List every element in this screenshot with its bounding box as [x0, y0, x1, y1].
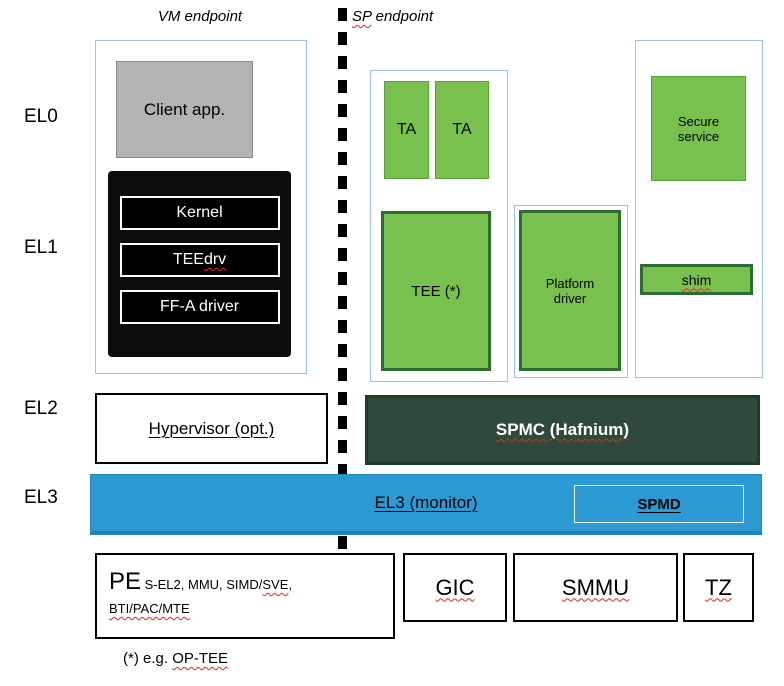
- spmd-box: SPMD: [574, 485, 744, 523]
- shim-label: shim: [681, 271, 712, 288]
- vm-endpoint-text: VM endpoint: [157, 8, 243, 25]
- footnote-word: OP-TEE: [172, 650, 229, 667]
- gic-box: GIC: [403, 553, 507, 622]
- el3-label: EL3: [24, 487, 58, 508]
- vm-endpoint-container: Client app. Kernel TEE drv FF-A driver: [95, 40, 307, 374]
- footnote: (*) e.g. OP-TEE: [123, 650, 228, 667]
- spmc-label: SPMC (Hafnium): [495, 420, 630, 439]
- gic-label: GIC: [435, 574, 475, 600]
- el2-label: EL2: [24, 398, 58, 419]
- platform-driver-label: Platform driver: [545, 275, 595, 306]
- tz-box: TZ: [683, 553, 754, 622]
- pe-detail-line2: BTI/PAC/MTE: [109, 600, 190, 616]
- el0-label: EL0: [24, 106, 58, 127]
- ta-box-2: TA: [435, 81, 489, 179]
- sp-endpoint-suffix: endpoint: [371, 8, 434, 25]
- smmu-box: SMMU: [513, 553, 678, 622]
- el3-monitor-label: EL3 (monitor): [374, 493, 478, 512]
- platform-driver-box: Platform driver: [519, 210, 621, 371]
- client-app-label: Client app.: [143, 99, 226, 119]
- hypervisor-label: Hypervisor (opt.): [148, 418, 275, 438]
- vm-endpoint-label: VM endpoint: [95, 8, 305, 25]
- kernel-stack: Kernel TEE drv FF-A driver: [108, 171, 291, 357]
- smmu-label: SMMU: [561, 574, 630, 600]
- ta2-label: TA: [452, 121, 472, 138]
- secure-service-container: Secure service shim: [635, 40, 763, 378]
- pe-detail-sep: ,: [288, 577, 293, 592]
- sp-endpoint-prefix: SP: [352, 8, 372, 25]
- pe-detail-line1: S-EL2, MMU, SIMD/: [144, 577, 263, 592]
- kernel-box: Kernel: [119, 196, 280, 230]
- tee-drv-box: TEE drv: [119, 243, 280, 277]
- pe-label: PE: [109, 568, 142, 595]
- tee-label: TEE (*): [411, 282, 461, 300]
- secure-service-box: Secure service: [651, 76, 746, 181]
- ta-box-1: TA: [384, 81, 429, 179]
- pe-detail-sve: SVE: [262, 577, 289, 592]
- sp-tee-container: TA TA TEE (*): [370, 70, 508, 382]
- ffa-driver-box: FF-A driver: [119, 290, 280, 324]
- hypervisor-box: Hypervisor (opt.): [95, 393, 328, 464]
- vm-sp-dashed-separator: [338, 8, 347, 552]
- ta1-label: TA: [396, 121, 417, 138]
- el1-label: EL1: [24, 237, 58, 258]
- shim-box: shim: [640, 264, 753, 295]
- footnote-prefix: (*) e.g.: [123, 650, 173, 667]
- sp-endpoint-label: SP endpoint: [352, 8, 433, 25]
- spmc-box: SPMC (Hafnium): [365, 395, 760, 465]
- secure-service-label: Secure service: [677, 113, 720, 144]
- kernel-label: Kernel: [176, 204, 223, 221]
- ffa-driver-label: FF-A driver: [159, 298, 240, 315]
- tee-drv-prefix: TEE: [172, 251, 204, 268]
- tz-label: TZ: [705, 574, 732, 600]
- pe-box: PE S-EL2, MMU, SIMD/SVE, BTI/PAC/MTE: [95, 553, 395, 639]
- tee-box: TEE (*): [381, 211, 491, 371]
- client-app-box: Client app.: [116, 61, 253, 158]
- spmd-label: SPMD: [637, 495, 681, 513]
- platform-driver-container: Platform driver: [514, 205, 628, 378]
- el3-monitor-bar: EL3 (monitor) SPMD: [90, 474, 762, 535]
- tee-drv-word: drv: [203, 251, 227, 268]
